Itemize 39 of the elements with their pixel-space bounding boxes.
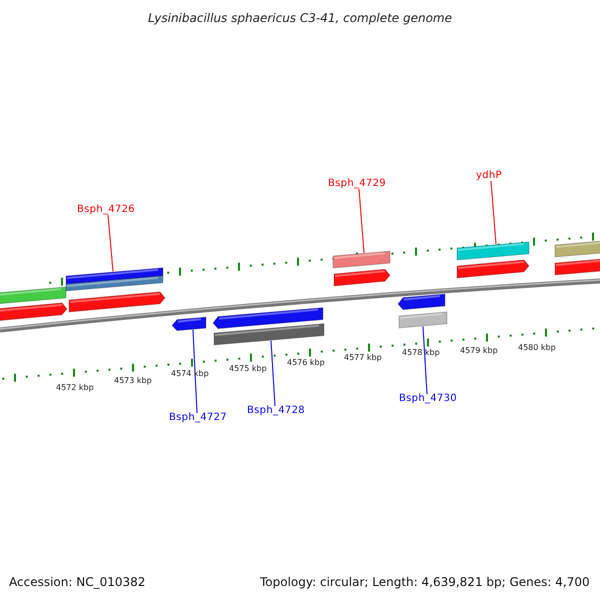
gene-feature: [398, 311, 448, 328]
scale-label: 4573 kbp: [114, 377, 152, 385]
leader-line: [422, 326, 428, 394]
gene-feature: [334, 268, 391, 286]
gene-feature: [68, 291, 166, 312]
gene-label: Bsph_4730: [399, 394, 457, 404]
leader-line: [358, 188, 364, 254]
gene-label: ydhP: [476, 171, 502, 181]
scale-label: 4576 kbp: [287, 359, 325, 367]
gene-feature: [66, 267, 164, 284]
leader-line: [490, 180, 496, 245]
gene-feature: [456, 241, 530, 260]
leader-line: [192, 329, 198, 414]
gene-feature: [0, 302, 68, 322]
gene-feature: [214, 323, 324, 346]
scale-label: 4578 kbp: [402, 349, 440, 357]
gene-feature: [0, 286, 66, 304]
scale-label: 4579 kbp: [460, 347, 498, 355]
scale-label: 4575 kbp: [229, 365, 267, 373]
scale-label: 4577 kbp: [344, 354, 382, 362]
gene-label: Bsph_4727: [169, 413, 227, 423]
gene-feature: [554, 258, 600, 276]
gene-feature: [397, 294, 446, 310]
genome-info-note: Topology: circular; Length: 4,639,821 bp; Genes: 4,700: [260, 576, 590, 588]
gene-label: Bsph_4728: [247, 406, 305, 416]
gene-feature: [171, 316, 206, 331]
gene-label: Bsph_4729: [328, 179, 386, 189]
gene-feature: [212, 307, 324, 329]
gene-feature: [456, 259, 530, 278]
scale-label: 4572 kbp: [56, 384, 94, 392]
gene-feature: [332, 250, 390, 268]
leader-line: [270, 340, 276, 406]
accession-note: Accession: NC_010382: [9, 576, 146, 588]
diagram-title: Lysinibacillus sphaericus C3-41, complete genome: [148, 12, 452, 24]
gene-label: Bsph_4726: [77, 205, 135, 215]
gene-feature: [554, 240, 600, 258]
scale-label: 4580 kbp: [518, 344, 556, 352]
leader-line: [108, 214, 114, 272]
gene-feature: [66, 275, 164, 292]
